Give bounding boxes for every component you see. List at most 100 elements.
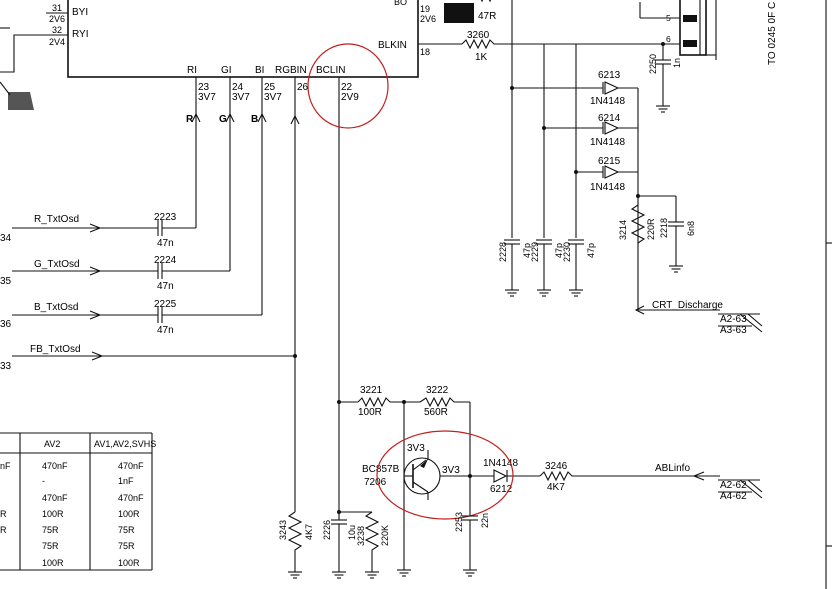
ic-pin-bclin: BCLIN 22 2V9 [316,65,359,520]
table-cell: 75R [42,541,59,551]
svg-text:10u: 10u [347,525,357,540]
crt-discharge-label: CRT_Discharge A2-63 A3-63 [634,300,763,336]
svg-text:2253: 2253 [454,512,464,532]
resistor-3214: 3214 220R [618,204,656,244]
table-cell: 75R [118,525,135,535]
svg-text:560R: 560R [424,407,448,418]
svg-text:BI: BI [255,65,264,76]
svg-text:2V6: 2V6 [49,14,65,24]
transistor-7206: 3V3 BC857B 7206 3V3 [362,443,470,500]
svg-text:A2-62: A2-62 [720,480,747,491]
ic-pin-31: 31 2V6 BYI [46,3,88,24]
svg-text:1N4148: 1N4148 [483,458,518,469]
svg-text:2229: 2229 [530,242,540,262]
svg-text:22n: 22n [480,513,490,528]
svg-text:22: 22 [341,82,353,93]
svg-text:2218: 2218 [659,218,669,238]
table-cell: 100R [118,509,140,519]
capacitor-2218: 2218 6n8 [638,195,696,273]
resistor-3221: 3221 100R [357,385,420,418]
table-cell: 75R [42,525,59,535]
ic-box [67,0,419,78]
signal-b-txtosd: 36 B_TxtOsd 2225 47n [0,299,262,336]
svg-text:220K: 220K [380,525,390,546]
table-cell: 470nF [118,461,144,471]
svg-text:36: 36 [0,319,12,330]
svg-text:RYI: RYI [72,29,89,40]
svg-text:47n: 47n [157,325,174,336]
svg-text:2224: 2224 [154,255,177,266]
connector: 5 6 TO 0245 0F C [639,0,778,65]
svg-text:G_TxtOsd: G_TxtOsd [34,259,80,270]
svg-text:3V7: 3V7 [264,92,282,103]
svg-text:R_TxtOsd: R_TxtOsd [34,214,79,225]
svg-text:ABLinfo: ABLinfo [655,463,690,474]
svg-text:3221: 3221 [360,385,383,396]
svg-text:2V6: 2V6 [420,14,436,24]
svg-text:2228: 2228 [498,242,508,262]
svg-text:47n: 47n [157,238,174,249]
ic-pin-18: BLKIN 18 [378,40,462,57]
table-cell: 100R [118,558,140,568]
svg-text:G: G [219,114,227,125]
table-cell: R [0,525,7,535]
resistor-47r: 47R [478,0,496,22]
ic-pin-rgbin: RGBIN 26 [275,65,309,512]
svg-text:4K7: 4K7 [547,482,565,493]
svg-text:2250: 2250 [648,54,658,74]
svg-text:220R: 220R [646,218,656,240]
svg-text:25: 25 [264,82,276,93]
svg-text:2225: 2225 [154,299,177,310]
table-cell: 100R [42,558,64,568]
resistor-3243: 3243 4K7 [278,511,314,579]
table-cell: nF [0,461,11,471]
svg-text:GI: GI [221,65,232,76]
svg-text:1N4148: 1N4148 [590,137,625,148]
svg-text:6213: 6213 [598,70,621,81]
svg-text:RGBIN: RGBIN [275,65,307,76]
svg-text:26: 26 [297,82,309,93]
svg-text:6: 6 [666,34,671,44]
svg-text:A4-62: A4-62 [720,491,747,502]
ic-pin-19: BO 19 2V6 [394,0,436,24]
table-cell: - [42,476,45,486]
ic-pin-gi: GI 24 3V7 [221,65,250,271]
table-cell: 75R [118,541,135,551]
svg-text:19: 19 [420,4,430,14]
svg-text:RI: RI [187,65,197,76]
svg-text:35: 35 [0,276,12,287]
svg-text:24: 24 [232,82,244,93]
svg-text:47p: 47p [586,243,596,258]
off-page-flag [8,92,34,110]
resistor-3260: 3260 1K [461,30,510,63]
svg-text:33: 33 [0,361,12,372]
svg-text:B_TxtOsd: B_TxtOsd [34,302,78,313]
svg-text:7206: 7206 [364,477,387,488]
svg-text:47p: 47p [522,243,532,258]
svg-text:34: 34 [0,233,12,244]
svg-text:2226: 2226 [322,520,332,540]
svg-text:2V9: 2V9 [341,92,359,103]
svg-text:1N4148: 1N4148 [590,182,625,193]
svg-text:BC857B: BC857B [362,464,400,475]
table-cell: R [0,509,7,519]
capacitor-2253: 2253 22n [454,476,490,577]
svg-text:18: 18 [420,47,430,57]
svg-text:1N4148: 1N4148 [590,96,625,107]
svg-text:A3-63: A3-63 [720,325,747,336]
svg-text:1n: 1n [672,58,682,68]
svg-text:6212: 6212 [490,484,513,495]
svg-text:AV1,AV2,SVHS: AV1,AV2,SVHS [94,439,156,449]
svg-text:2223: 2223 [154,212,177,223]
black-block [444,3,474,23]
svg-text:6n8: 6n8 [686,221,696,236]
diode-6215: 6215 1N4148 [576,156,638,193]
svg-text:3V7: 3V7 [232,92,250,103]
ic-pin-ri: RI 23 3V7 [187,65,216,228]
capacitor-2230: 2230 47p [562,239,596,297]
arrow-b: B [251,112,267,125]
table-cell: 100R [42,509,64,519]
svg-text:3V3: 3V3 [407,443,425,454]
svg-text:BYI: BYI [72,7,88,18]
